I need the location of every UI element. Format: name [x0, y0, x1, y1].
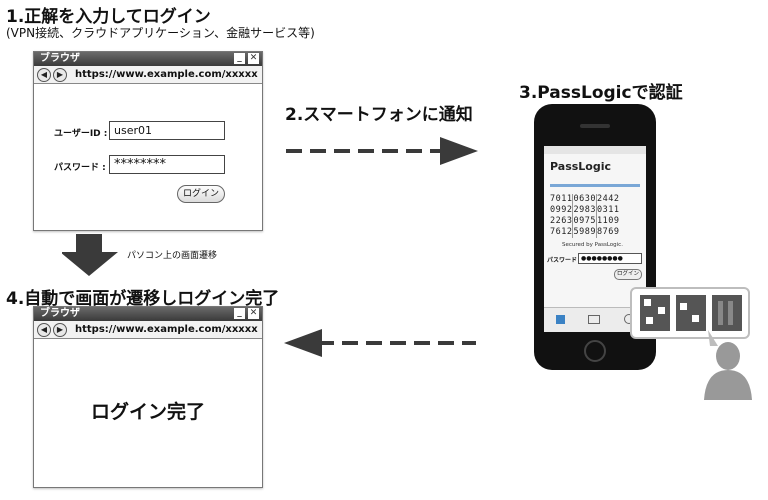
- login-complete-message: ログイン完了: [90, 401, 205, 423]
- step1-title: 1.正解を入力してログイン: [6, 7, 211, 27]
- matrix-row: 701106302442: [550, 194, 640, 205]
- pc-transition-caption: パソコン上の画面遷移: [127, 251, 218, 261]
- matrix-row: 761259898769: [550, 227, 640, 238]
- matrix-pattern-bubble: [630, 287, 750, 339]
- matrix-cell: 2442: [596, 194, 620, 204]
- matrix-row: 099229830311: [550, 205, 640, 216]
- phone-password-input[interactable]: ●●●●●●●●: [578, 253, 642, 264]
- phone-screen: PassLogic 701106302442 099229830311 2263…: [544, 146, 646, 332]
- minimize-icon[interactable]: _: [234, 53, 245, 64]
- status-bar: [544, 146, 646, 154]
- phone-speaker: [580, 124, 610, 128]
- back-icon[interactable]: ◀: [37, 67, 51, 82]
- matrix-row: 226309751109: [550, 216, 640, 227]
- password-label: パスワード :: [54, 163, 106, 173]
- forward-icon[interactable]: ▶: [53, 67, 67, 82]
- login-browser-window: ブラウザ _ ✕ ◀ ▶ https://www.example.com/xxx…: [33, 51, 263, 231]
- step3-title: 3.PassLogicで認証: [519, 83, 683, 103]
- tab-camera[interactable]: [588, 314, 601, 326]
- matrix-cell: 2983: [573, 205, 597, 216]
- matrix-cell: 0311: [596, 205, 620, 215]
- url-field[interactable]: https://www.example.com/xxxxx: [75, 69, 258, 80]
- matrix-pattern-icon: [640, 295, 742, 331]
- step2-title: 2.スマートフォンに通知: [285, 105, 473, 125]
- step4-title: 4.自動で画面が遷移しログイン完了: [6, 289, 280, 309]
- browser-title: ブラウザ: [40, 53, 80, 64]
- secured-by-text: Secured by PassLogic.: [562, 242, 623, 248]
- back-icon[interactable]: ◀: [37, 322, 51, 337]
- url-field[interactable]: https://www.example.com/xxxxx: [75, 324, 258, 335]
- smartphone: PassLogic 701106302442 099229830311 2263…: [534, 104, 656, 370]
- phone-password-label: パスワード :: [547, 257, 582, 264]
- matrix-cell: 0992: [550, 205, 574, 216]
- close-icon[interactable]: ✕: [248, 308, 259, 319]
- matrix-cell: 8769: [596, 227, 620, 237]
- phone-tab-bar: [544, 307, 646, 332]
- notify-arrow: [286, 137, 478, 165]
- minimize-icon[interactable]: _: [234, 308, 245, 319]
- return-arrow: [284, 329, 476, 357]
- userid-input[interactable]: user01: [109, 121, 225, 140]
- matrix-cell: 2263: [550, 216, 574, 227]
- home-button[interactable]: [584, 340, 606, 362]
- grid-icon: [555, 314, 565, 324]
- browser-titlebar: ブラウザ _ ✕: [34, 307, 262, 321]
- matrix-grid: 701106302442 099229830311 226309751109 7…: [550, 194, 640, 238]
- password-input[interactable]: ********: [109, 155, 225, 174]
- matrix-cell: 7011: [550, 194, 574, 205]
- down-arrow: [62, 234, 118, 276]
- close-icon[interactable]: ✕: [248, 53, 259, 64]
- browser-titlebar: ブラウザ _ ✕: [34, 52, 262, 66]
- matrix-cell: 7612: [550, 227, 574, 238]
- passlogic-logo: PassLogic: [550, 160, 612, 173]
- userid-label: ユーザーID :: [54, 129, 108, 139]
- matrix-cell: 1109: [596, 216, 620, 226]
- step1-subtitle: (VPN接続、クラウドアプリケーション、金融サービス等): [6, 26, 315, 40]
- browser-title: ブラウザ: [40, 308, 80, 319]
- address-bar: ◀ ▶ https://www.example.com/xxxxx: [34, 66, 262, 84]
- tab-matrix[interactable]: [555, 314, 565, 326]
- forward-icon[interactable]: ▶: [53, 322, 67, 337]
- phone-login-button[interactable]: ログイン: [614, 269, 642, 280]
- address-bar: ◀ ▶ https://www.example.com/xxxxx: [34, 321, 262, 339]
- user-silhouette-icon: [704, 330, 752, 400]
- matrix-cell: 0630: [573, 194, 597, 205]
- complete-browser-window: ブラウザ _ ✕ ◀ ▶ https://www.example.com/xxx…: [33, 306, 263, 488]
- matrix-cell: 5989: [573, 227, 597, 238]
- login-button[interactable]: ログイン: [177, 185, 225, 203]
- camera-icon: [588, 314, 601, 324]
- matrix-cell: 0975: [573, 216, 597, 227]
- progress-bar: [550, 184, 640, 187]
